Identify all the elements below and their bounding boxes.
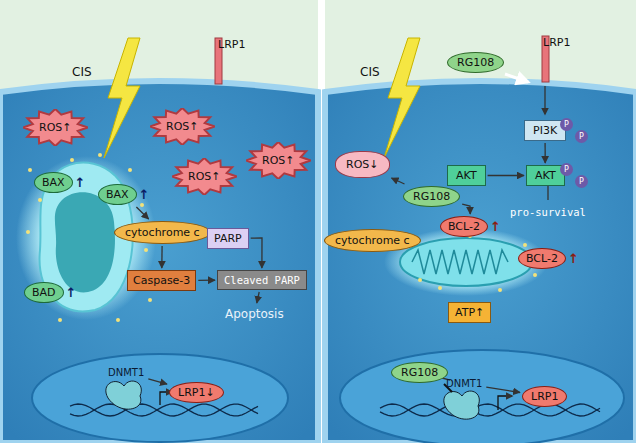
node-text: ROS↑ [39, 121, 72, 134]
molecule-node: cytochrome c [324, 229, 421, 252]
node-text: ROS↑ [188, 170, 221, 183]
node-text: BCL-2 [440, 216, 488, 237]
molecule-node: PARP [207, 228, 249, 249]
ros-burst: ROS↑ [246, 142, 311, 179]
molecule-node: Apoptosis [223, 305, 286, 323]
molecule-node: ATP↑ [448, 302, 491, 323]
connector-arrow [486, 387, 520, 392]
molecule-node: RG108 [447, 52, 504, 73]
molecule-node: BAX↑ [34, 172, 86, 193]
node-text: Caspase-3 [133, 274, 190, 287]
label-text: LRP1 [543, 36, 570, 49]
node-text: AKT [535, 169, 556, 182]
connector-arrow [198, 280, 215, 281]
node-text: Apoptosis [225, 307, 284, 321]
node-text: BAX [98, 184, 137, 205]
node-text: LRP1↓ [178, 386, 215, 399]
label-text: pro-survival [510, 206, 586, 218]
node-text: cytochrome c [125, 226, 200, 239]
phospho-mark: P [575, 130, 588, 143]
change-arrow: ↑ [66, 285, 77, 300]
molecule-node: BAD↑ [24, 282, 76, 303]
connector-arrow [148, 379, 167, 384]
connector-arrow [392, 178, 405, 184]
node-text: LRP1 [531, 390, 558, 403]
node-text: PARP [214, 232, 242, 245]
phospho-mark: P [560, 163, 573, 176]
phospho-mark: P [560, 118, 573, 131]
node-text: DNMT1 [446, 378, 482, 389]
node-text: BAD [24, 282, 64, 303]
ros-burst: ROS↑ [150, 108, 215, 145]
node-text: BAX [34, 172, 73, 193]
molecule-node: RG108 [403, 186, 460, 207]
node-text: ROS↑ [262, 154, 295, 167]
molecule-node: AKT [447, 165, 486, 186]
node-text: ROS↓ [346, 158, 379, 171]
connector-arrow [462, 204, 470, 214]
molecule-node: Caspase-3 [127, 270, 196, 291]
ros-burst: ROS↑ [23, 109, 88, 146]
label-text: LRP1 [218, 38, 245, 51]
molecule-node: BCL-2↑ [440, 216, 501, 237]
molecule-node: DNMT1 [106, 365, 146, 380]
connector-arrow [544, 143, 545, 163]
molecule-node: DNMT1 [444, 376, 484, 391]
node-text: ROS↑ [166, 120, 199, 133]
node-text: RG108 [401, 366, 438, 379]
ros-burst: ROS↑ [172, 158, 237, 195]
molecule-node: AKT [526, 165, 565, 186]
node-text: RG108 [457, 56, 494, 69]
molecule-node: LRP1 [522, 386, 567, 407]
node-text: BCL-2 [518, 248, 566, 269]
node-text: PI3K [533, 124, 557, 137]
molecule-node: BAX↑ [98, 184, 150, 205]
molecule-node: RG108 [391, 362, 448, 383]
connector-arrow [136, 207, 148, 219]
connector-arrow [488, 175, 524, 176]
node-text: AKT [456, 169, 477, 182]
node-text: Cleaved PARP [224, 274, 300, 286]
connector-arrow [161, 246, 163, 268]
molecule-node: ROS↓ [335, 151, 390, 178]
node-text: RG108 [413, 190, 450, 203]
molecule-node: cytochrome c [114, 221, 211, 244]
label-text: CIS [360, 65, 380, 79]
change-arrow: ↑ [139, 187, 150, 202]
change-arrow: ↑ [568, 251, 579, 266]
connector-arrow [257, 292, 259, 303]
phospho-mark: P [575, 175, 588, 188]
molecule-node: BCL-2↑ [518, 248, 579, 269]
label-text: CIS [72, 65, 92, 79]
connector-arrow [251, 238, 262, 268]
node-text: DNMT1 [108, 367, 144, 378]
change-arrow: ↑ [75, 175, 86, 190]
change-arrow: ↑ [490, 219, 501, 234]
molecule-node: LRP1↓ [169, 382, 224, 403]
node-text: ATP↑ [455, 306, 484, 319]
molecule-node: Cleaved PARP [217, 270, 307, 290]
node-text: cytochrome c [335, 234, 410, 247]
